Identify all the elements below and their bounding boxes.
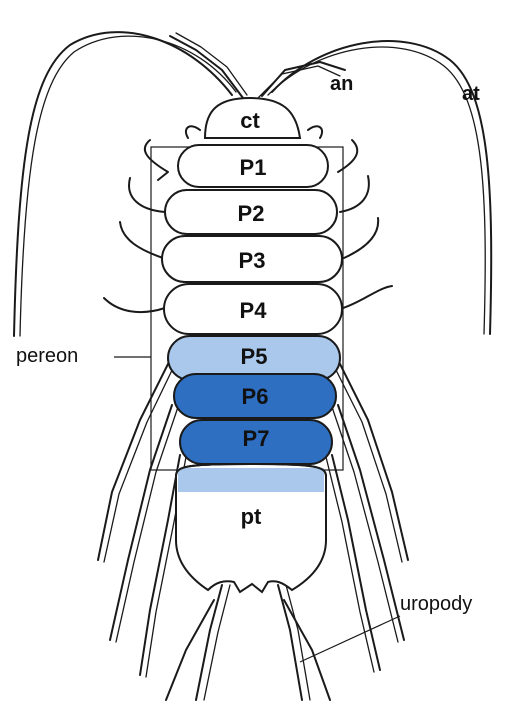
label-pereon: pereon xyxy=(16,345,78,367)
label-p7: P7 xyxy=(243,426,270,451)
label-uropody: uropody xyxy=(400,593,472,615)
label-pleotelson: pt xyxy=(241,504,262,529)
label-antenna: at xyxy=(462,83,480,105)
label-cephalothorax: ct xyxy=(240,108,260,133)
uropods xyxy=(166,585,330,700)
head-appendage-left xyxy=(186,126,200,138)
antennule-left xyxy=(170,33,247,98)
uropody-leader-line xyxy=(300,616,400,662)
label-antennule: an xyxy=(330,73,353,95)
label-p1: P1 xyxy=(240,155,267,180)
label-p2: P2 xyxy=(238,201,265,226)
label-p4: P4 xyxy=(240,298,268,323)
label-p6: P6 xyxy=(242,384,269,409)
pleotelson-band xyxy=(178,468,324,492)
label-p3: P3 xyxy=(239,248,266,273)
label-p5: P5 xyxy=(241,344,268,369)
head-appendage-right xyxy=(308,126,322,138)
